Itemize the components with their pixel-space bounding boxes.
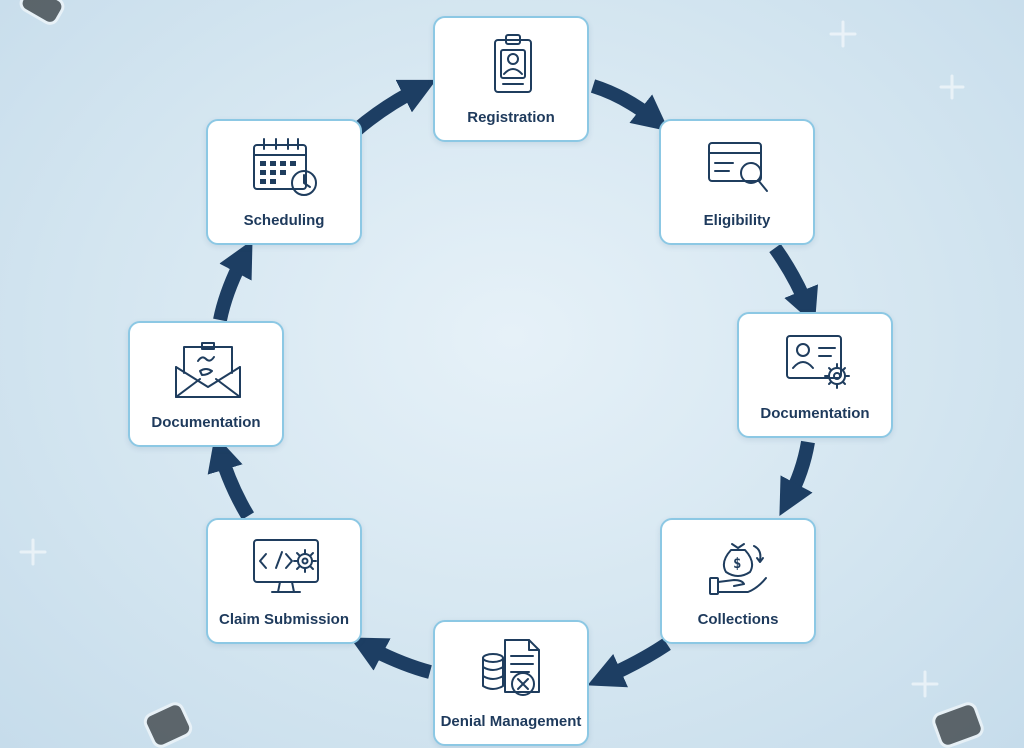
card-search-icon	[708, 142, 768, 192]
step-label: Denial Management	[440, 713, 582, 730]
arrow-collections-to-denial	[587, 638, 671, 688]
step-scheduling: Scheduling	[206, 119, 362, 245]
arrow-scheduling-to-registration	[349, 79, 437, 138]
step-eligibility: Eligibility	[659, 119, 815, 245]
envelope-letter-icon	[175, 342, 241, 398]
clipboard-user-icon	[494, 34, 532, 93]
svg-text:$: $	[733, 556, 741, 572]
step-denial-management: Denial Management	[433, 620, 589, 746]
id-card-gear-icon	[786, 335, 850, 389]
step-label: Eligibility	[703, 212, 771, 229]
document-coins-denied-icon	[482, 639, 540, 696]
step-documentation-left: Documentation	[128, 321, 284, 447]
cycle-arrows	[207, 79, 819, 688]
step-collections: $ Collections	[660, 518, 816, 644]
step-label: Scheduling	[243, 212, 325, 229]
arrow-claim-to-documentation	[207, 434, 255, 520]
step-registration: Registration	[433, 16, 589, 142]
arrow-documentation-to-collections	[779, 440, 815, 517]
arrow-registration-to-eligibility	[590, 79, 670, 132]
step-label: Collections	[697, 611, 779, 628]
hand-money-bag-icon: $	[709, 543, 767, 595]
background-decorations	[19, 0, 984, 748]
step-claim-submission: Claim Submission	[206, 518, 362, 644]
step-label: Documentation	[151, 414, 261, 431]
calendar-clock-icon	[253, 138, 317, 196]
step-label: Documentation	[760, 405, 870, 422]
monitor-code-gear-icon	[253, 539, 319, 593]
step-label: Claim Submission	[218, 611, 350, 628]
arrow-eligibility-to-documentation	[769, 243, 819, 325]
arrow-documentation-to-scheduling	[213, 239, 253, 322]
step-label: Registration	[467, 109, 555, 126]
step-documentation-right: Documentation	[737, 312, 893, 438]
arrow-denial-to-claim	[349, 637, 432, 679]
